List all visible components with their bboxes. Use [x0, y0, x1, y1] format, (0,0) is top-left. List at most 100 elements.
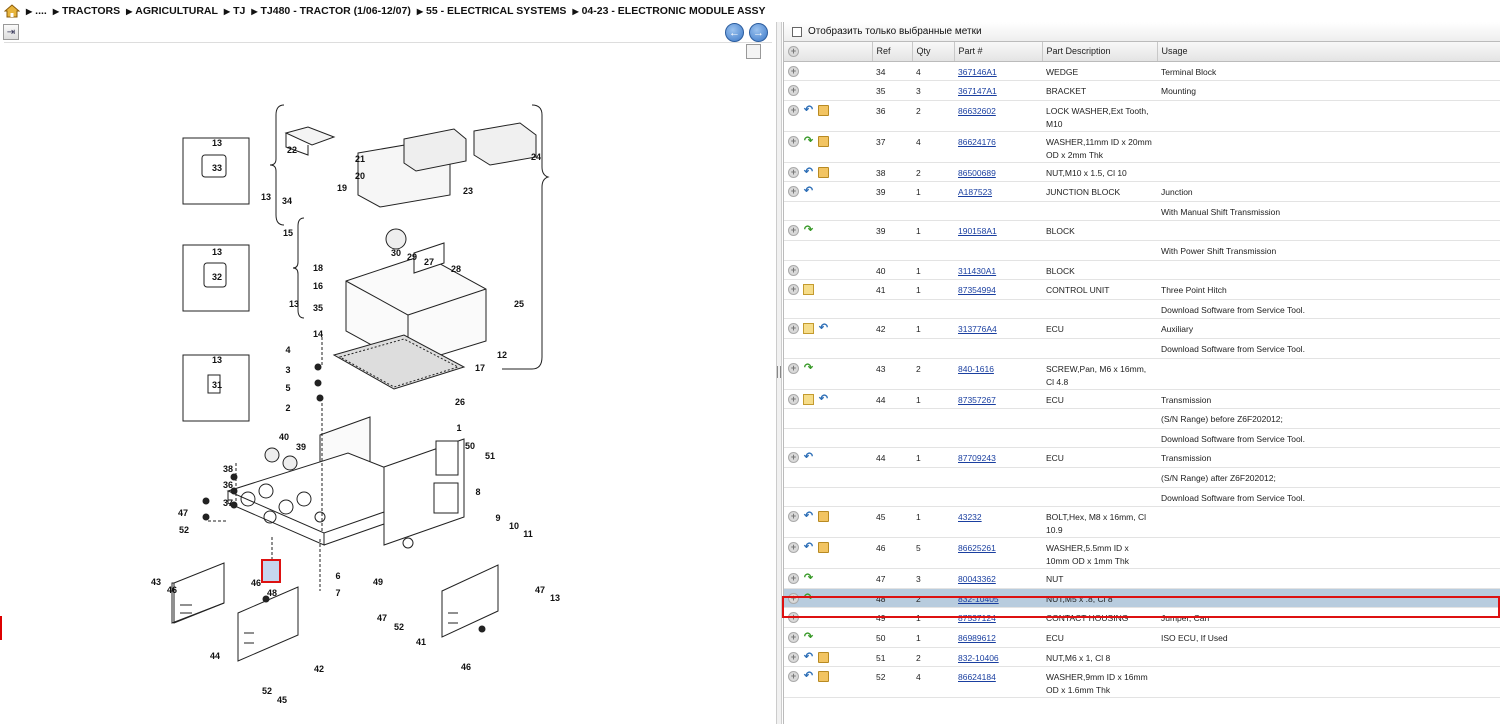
diagram-callout[interactable]: 23	[463, 186, 473, 196]
add-to-cart-icon[interactable]: +	[788, 362, 799, 374]
diagram-callout[interactable]: 18	[313, 263, 323, 273]
add-to-cart-icon[interactable]: +	[788, 651, 799, 663]
diagram-callout[interactable]: 13	[261, 192, 271, 202]
table-row[interactable]: With Manual Shift Transmission	[784, 201, 1500, 222]
note-icon[interactable]	[803, 323, 814, 335]
table-row[interactable]: With Power Shift Transmission	[784, 240, 1500, 261]
diagram-callout[interactable]: 44	[210, 651, 220, 661]
diagram-callout[interactable]: 41	[416, 637, 426, 647]
add-to-cart-icon[interactable]: +	[788, 393, 799, 405]
add-to-cart-icon[interactable]: +	[788, 542, 799, 554]
add-to-cart-icon[interactable]: +	[788, 612, 799, 624]
replaced-by-icon[interactable]: ↶	[803, 185, 814, 198]
diagram-callout[interactable]: 52	[262, 686, 272, 696]
diagram-callout[interactable]: 11	[523, 529, 533, 539]
replaced-by-icon[interactable]: ↶	[803, 510, 814, 523]
diagram-callout[interactable]: 46	[461, 662, 471, 672]
package-icon[interactable]	[818, 651, 829, 663]
breadcrumb-item[interactable]: ▶....	[26, 5, 47, 17]
add-to-cart-icon[interactable]: +	[788, 166, 799, 178]
part-number-link[interactable]: 87709243	[958, 453, 996, 464]
export-icon[interactable]: ⇥	[3, 24, 19, 40]
diagram-callout[interactable]: 19	[337, 183, 347, 193]
replaced-by-icon[interactable]: ↶	[803, 670, 814, 683]
replaced-by-icon[interactable]: ↶	[803, 451, 814, 464]
diagram-callout[interactable]: 13	[212, 247, 222, 257]
diagram-callout[interactable]: 29	[407, 252, 417, 262]
diagram-callout[interactable]: 24	[531, 152, 541, 162]
table-row[interactable]: Download Software from Service Tool.	[784, 428, 1500, 449]
breadcrumb-label[interactable]: AGRICULTURAL	[135, 5, 218, 17]
add-to-cart-icon[interactable]: +	[788, 284, 799, 296]
diagram-callout[interactable]: 9	[495, 513, 500, 523]
diagram-callout[interactable]: 43	[151, 577, 161, 587]
add-to-cart-icon[interactable]: +	[788, 323, 799, 335]
add-to-cart-icon[interactable]: +	[788, 631, 799, 643]
diagram-callout[interactable]: 15	[283, 228, 293, 238]
breadcrumb-item[interactable]: ▶TJ	[224, 5, 245, 17]
part-number-link[interactable]: 86624184	[958, 672, 996, 683]
diagram-callout[interactable]: 47	[178, 508, 188, 518]
breadcrumb-label[interactable]: TJ480 - TRACTOR (1/06-12/07)	[260, 5, 411, 17]
diagram-callout[interactable]: 50	[465, 441, 475, 451]
diagram-callout[interactable]: 52	[394, 622, 404, 632]
replaced-by-icon[interactable]: ↶	[803, 541, 814, 554]
supersedes-icon[interactable]: ↷	[803, 630, 814, 643]
supersedes-icon[interactable]: ↷	[803, 572, 814, 585]
home-icon[interactable]	[4, 4, 20, 18]
part-number-link[interactable]: 87354994	[958, 285, 996, 296]
breadcrumb-item[interactable]: ▶55 - ELECTRICAL SYSTEMS	[417, 5, 567, 17]
diagram-callout[interactable]: 7	[335, 588, 340, 598]
next-arrow-icon[interactable]: →	[749, 23, 768, 42]
replaced-by-icon[interactable]: ↶	[803, 103, 814, 116]
diagram-callout[interactable]: 4	[285, 345, 290, 355]
part-number-link[interactable]: 190158A1	[958, 226, 997, 237]
part-number-link[interactable]: 311430A1	[958, 265, 997, 276]
show-selected-checkbox[interactable]	[792, 26, 802, 37]
diagram-callout[interactable]: 42	[314, 664, 324, 674]
diagram-callout[interactable]: 12	[497, 350, 507, 360]
breadcrumb-label[interactable]: ....	[35, 5, 47, 17]
table-row[interactable]: (S/N Range) before Z6F202012;	[784, 408, 1500, 429]
replaced-by-icon[interactable]: ↶	[803, 650, 814, 663]
part-number-link[interactable]: 832-10405	[958, 593, 999, 604]
add-to-cart-icon[interactable]: +	[788, 511, 799, 523]
diagram-callout[interactable]: 8	[475, 487, 480, 497]
part-number-link[interactable]: 832-10406	[958, 652, 999, 663]
add-to-cart-icon[interactable]: +	[788, 65, 799, 77]
diagram-callout[interactable]: 52	[179, 525, 189, 535]
column-header[interactable]: Part #	[954, 42, 1043, 62]
breadcrumb-label[interactable]: 04-23 - ELECTRONIC MODULE ASSY	[581, 5, 766, 17]
diagram-callout[interactable]: 26	[455, 397, 465, 407]
part-number-link[interactable]: 43232	[958, 512, 982, 523]
column-header[interactable]: Qty	[912, 42, 955, 62]
package-icon[interactable]	[818, 166, 829, 178]
add-to-cart-icon[interactable]: +	[788, 592, 799, 604]
supersedes-icon[interactable]: ↷	[803, 591, 814, 604]
diagram-callout[interactable]: 22	[287, 145, 297, 155]
package-icon[interactable]	[818, 671, 829, 683]
diagram-callout[interactable]: 13	[550, 593, 560, 603]
note-icon[interactable]	[803, 393, 814, 405]
diagram-callout[interactable]: 13	[289, 299, 299, 309]
diagram-callout[interactable]: 35	[313, 303, 323, 313]
column-header[interactable]: Usage	[1157, 42, 1500, 62]
diagram-option-checkbox[interactable]	[746, 44, 761, 59]
diagram-callout[interactable]: 1	[456, 423, 461, 433]
breadcrumb-item[interactable]: ▶04-23 - ELECTRONIC MODULE ASSY	[572, 5, 765, 17]
diagram-callout[interactable]: 21	[355, 154, 365, 164]
diagram-callout[interactable]: 49	[373, 577, 383, 587]
table-row[interactable]: Download Software from Service Tool.	[784, 299, 1500, 320]
part-number-link[interactable]: 86624176	[958, 136, 996, 147]
package-icon[interactable]	[818, 511, 829, 523]
diagram-callout[interactable]: 16	[313, 281, 323, 291]
